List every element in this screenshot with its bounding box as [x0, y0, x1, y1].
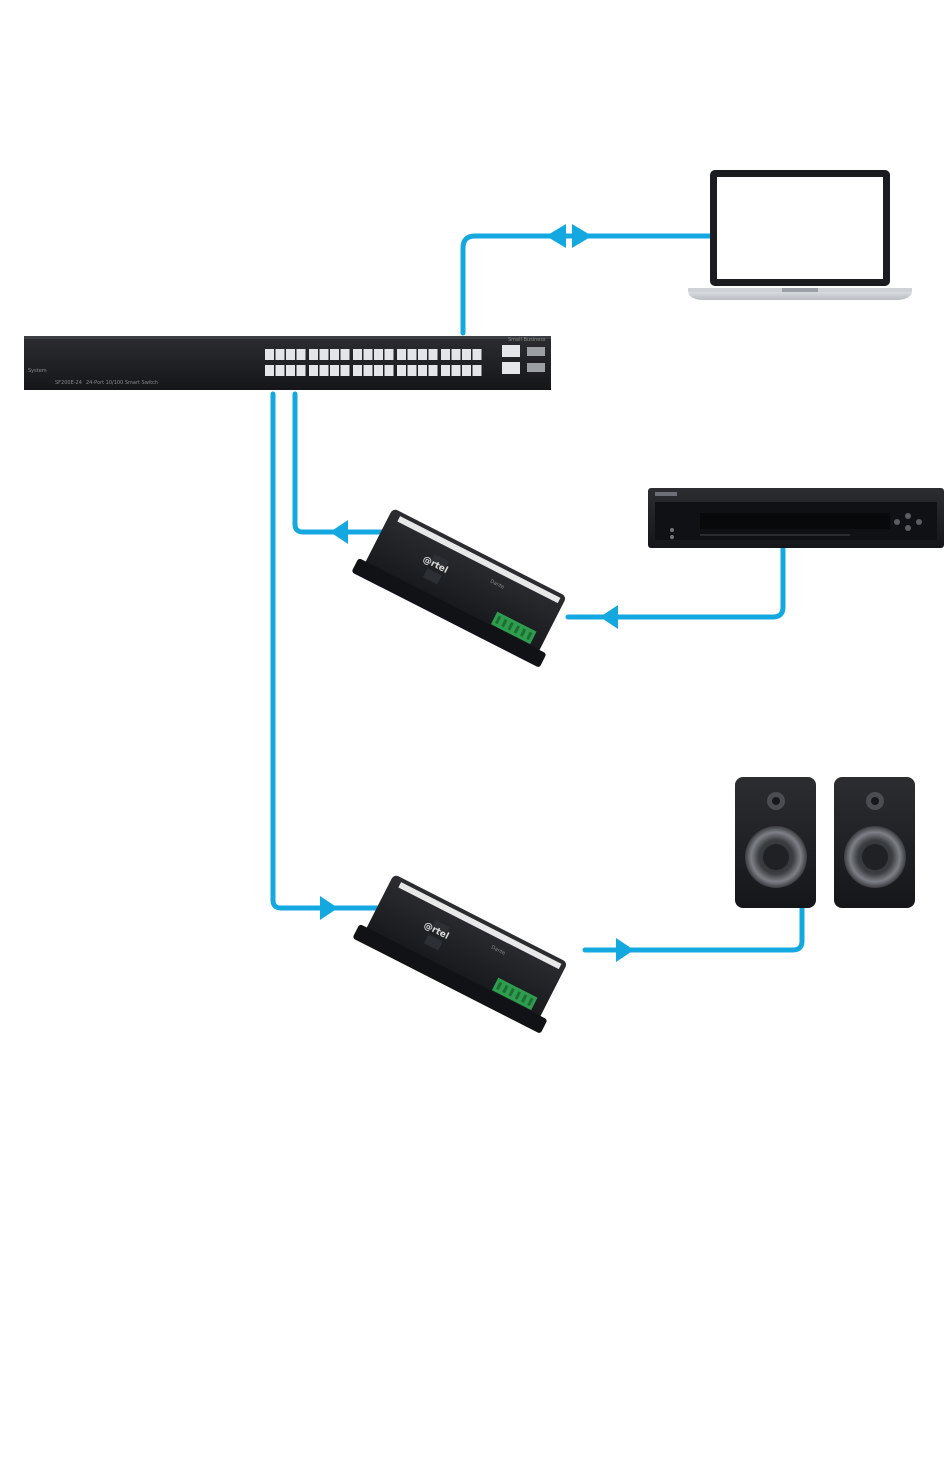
ethernet-port	[265, 349, 274, 360]
ethernet-port	[353, 349, 362, 360]
ethernet-port	[418, 365, 427, 376]
ethernet-port	[408, 365, 417, 376]
speaker-left-icon	[735, 777, 816, 908]
ethernet-port	[265, 365, 274, 376]
ethernet-port	[320, 349, 329, 360]
ethernet-port	[452, 365, 461, 376]
ethernet-port	[330, 365, 339, 376]
link-player-encoder-top	[568, 549, 783, 617]
ethernet-port	[374, 365, 383, 376]
arrow-right-icon	[616, 938, 634, 962]
speaker-pair-icon	[735, 777, 915, 908]
arrow-right-icon	[320, 896, 338, 920]
link-switch-laptop	[463, 236, 710, 333]
arrow-left-icon	[546, 224, 566, 248]
ethernet-port	[473, 365, 482, 376]
ethernet-port	[309, 349, 318, 360]
ethernet-port	[341, 365, 350, 376]
arrow-right-icon	[572, 224, 592, 248]
ethernet-port	[276, 365, 285, 376]
ethernet-port	[429, 365, 438, 376]
network-switch-icon: System SF200E-24 24-Port 10/100 Smart Sw…	[24, 336, 551, 390]
ethernet-port	[297, 365, 306, 376]
ethernet-port	[408, 349, 417, 360]
ethernet-port	[462, 365, 471, 376]
ethernet-port	[429, 349, 438, 360]
ethernet-port	[418, 349, 427, 360]
ethernet-port	[297, 349, 306, 360]
arrow-left-icon	[330, 520, 348, 544]
link-switch-encoder-top	[295, 394, 387, 532]
ethernet-port	[364, 365, 373, 376]
ethernet-port	[320, 365, 329, 376]
ethernet-port	[353, 365, 362, 376]
ethernet-port	[397, 349, 406, 360]
ethernet-port	[286, 349, 295, 360]
ethernet-port	[397, 365, 406, 376]
ethernet-port	[452, 349, 461, 360]
ethernet-port	[330, 349, 339, 360]
ethernet-port	[309, 365, 318, 376]
switch-series-label: 24-Port 10/100 Smart Switch	[86, 380, 158, 386]
ethernet-port	[385, 349, 394, 360]
ethernet-port	[385, 365, 394, 376]
ethernet-port	[473, 349, 482, 360]
ethernet-port	[462, 349, 471, 360]
ethernet-port	[374, 349, 383, 360]
audio-adapter-top: @rtel Dante	[351, 504, 574, 668]
ethernet-port	[364, 349, 373, 360]
laptop-icon	[688, 170, 912, 300]
ethernet-port	[441, 365, 450, 376]
ethernet-port	[441, 349, 450, 360]
ethernet-port	[276, 349, 285, 360]
switch-brand-label: Small Business	[508, 337, 546, 343]
ethernet-port	[286, 365, 295, 376]
switch-system-label: System	[28, 368, 47, 374]
audio-adapter-bottom: @rtel Dante	[352, 870, 575, 1034]
arrow-left-icon	[600, 605, 618, 629]
media-player-icon	[648, 488, 944, 548]
speaker-right-icon	[834, 777, 915, 908]
link-switch-encoder-bottom	[273, 394, 383, 908]
ethernet-port	[341, 349, 350, 360]
switch-model-label: SF200E-24	[55, 380, 82, 386]
